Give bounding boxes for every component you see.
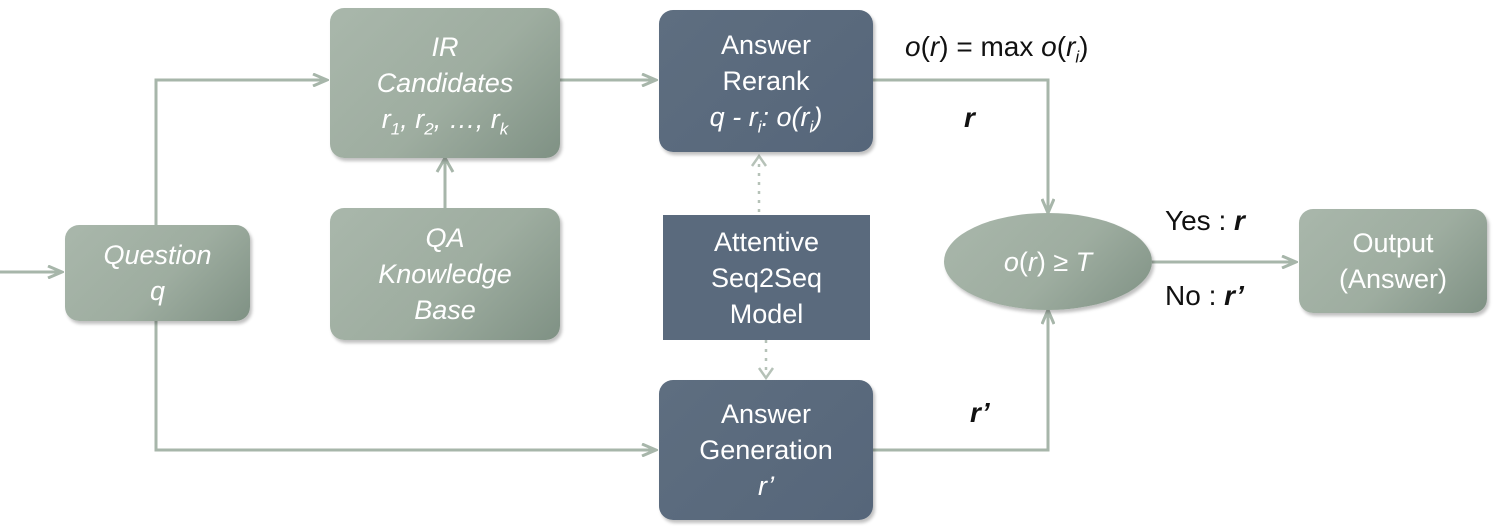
no-branch-label: No : r’ <box>1165 280 1244 311</box>
ir-candidates-node: IR Candidates r1, r2, …, rk <box>330 8 560 158</box>
dotted-head-up <box>750 153 768 167</box>
answer-rerank-node: Answer Rerank q - ri: o(ri) <box>659 10 873 152</box>
threshold-formula: o(r) ≥ T <box>1003 246 1093 277</box>
dotted-head-down <box>757 367 775 381</box>
question-var: q <box>149 276 166 306</box>
arrow-rerank-to-threshold <box>873 78 1048 213</box>
generation-line2: Generation <box>699 435 833 465</box>
model-line3: Model <box>729 298 804 329</box>
output-node: Output (Answer) <box>1299 209 1487 313</box>
model-line1: Attentive <box>713 226 820 257</box>
arrow-kb-to-ir-head <box>435 154 455 173</box>
rerank-line1: Answer <box>720 30 812 60</box>
kb-line2: Knowledge <box>378 259 512 289</box>
kb-line3: Base <box>414 295 476 325</box>
output-line1: Output <box>1352 228 1434 258</box>
generation-var: r’ <box>758 471 774 501</box>
rerank-formula: q - ri: o(ri) <box>709 102 823 137</box>
rerank-line2: Rerank <box>722 66 810 96</box>
generation-line1: Answer <box>720 399 812 429</box>
arrow-question-to-ir <box>154 80 327 225</box>
max-formula-label: o(r) = max o(ri) <box>905 31 1089 67</box>
question-label: Question <box>103 240 212 270</box>
rerank-output-label: r <box>964 102 975 133</box>
arrow-question-to-generation <box>154 321 656 450</box>
kb-line1: QA <box>425 223 465 253</box>
qa-knowledge-base-node: QA Knowledge Base <box>330 208 560 340</box>
question-node: Question q <box>65 225 250 321</box>
answer-generation-node: Answer Generation r’ <box>659 380 873 520</box>
arrow-generation-to-threshold <box>873 310 1048 452</box>
candidates-label: Candidates <box>376 68 514 98</box>
output-line2: (Answer) <box>1338 264 1447 294</box>
model-line2: Seq2Seq <box>710 262 823 293</box>
candidate-list: r1, r2, …, rk <box>381 104 509 139</box>
generation-output-label: r’ <box>970 397 990 428</box>
ir-label: IR <box>431 32 459 62</box>
threshold-node: o(r) ≥ T <box>944 213 1152 310</box>
seq2seq-model-node: Attentive Seq2Seq Model <box>663 215 870 340</box>
yes-branch-label: Yes : r <box>1165 205 1245 236</box>
